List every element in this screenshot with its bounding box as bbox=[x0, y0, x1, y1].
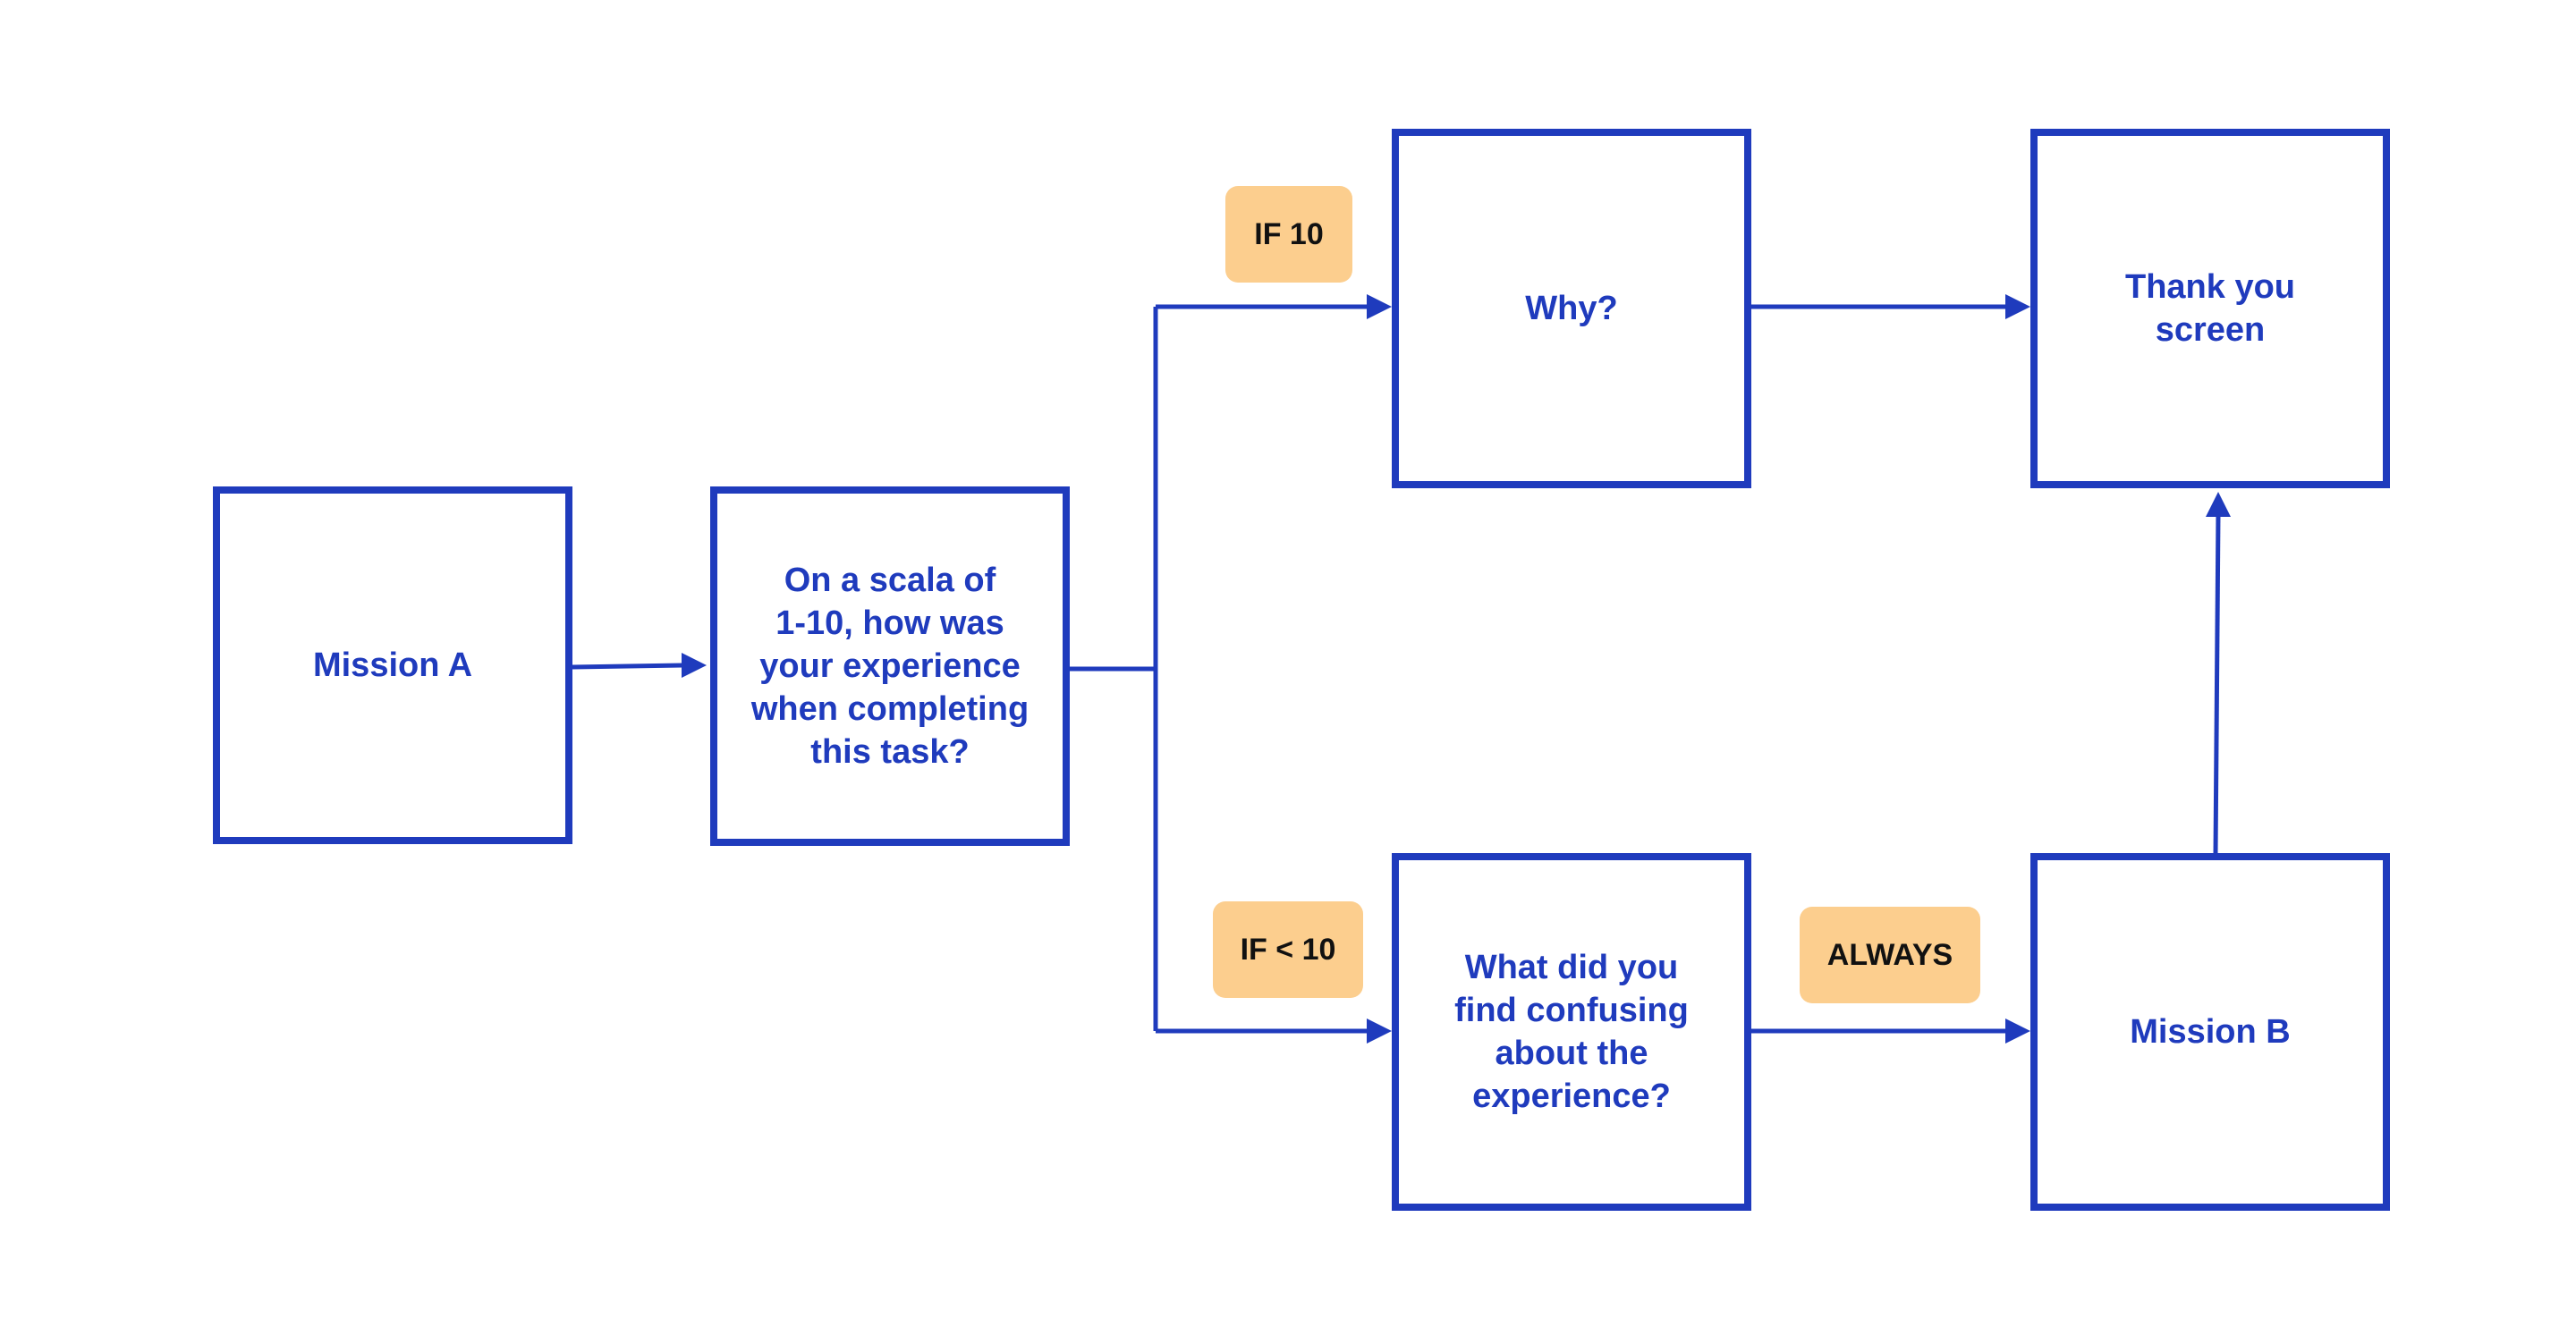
arrowhead-why bbox=[1367, 294, 1392, 319]
condition-badge-always: ALWAYS bbox=[1800, 907, 1980, 1003]
node-mission-b: Mission B bbox=[2030, 853, 2390, 1211]
condition-badge-always-label: ALWAYS bbox=[1826, 937, 1953, 972]
arrowhead-thank-you-left bbox=[2005, 294, 2030, 319]
node-thank-you-screen: Thank you screen bbox=[2030, 129, 2390, 488]
node-thank-you-screen-label: Thank you screen bbox=[2124, 268, 2296, 349]
condition-badge-if-less-than-10-label: IF < 10 bbox=[1240, 932, 1336, 967]
node-experience-question: On a scala of 1-10, how was your experie… bbox=[710, 486, 1070, 846]
condition-badge-if-less-than-10: IF < 10 bbox=[1213, 901, 1363, 998]
condition-badge-if-10-label: IF 10 bbox=[1254, 216, 1324, 251]
condition-badge-if-10: IF 10 bbox=[1225, 186, 1352, 283]
node-confusing-question: What did you find confusing about the ex… bbox=[1392, 853, 1751, 1211]
node-mission-a-label: Mission A bbox=[312, 647, 473, 684]
node-why-label: Why? bbox=[1525, 290, 1618, 327]
arrow-mission-a-to-question bbox=[572, 663, 685, 670]
node-experience-question-label: On a scala of 1-10, how was your experie… bbox=[750, 562, 1030, 771]
arrowhead-thank-you-bottom bbox=[2206, 492, 2231, 517]
node-confusing-question-label: What did you find confusing about the ex… bbox=[1454, 949, 1689, 1115]
arrowhead-question bbox=[682, 653, 707, 678]
arrowhead-mission-b bbox=[2005, 1018, 2030, 1044]
node-mission-b-label: Mission B bbox=[2130, 1013, 2291, 1051]
node-why: Why? bbox=[1392, 129, 1751, 488]
arrow-mission-b-to-thank-you bbox=[2213, 513, 2221, 856]
node-mission-a: Mission A bbox=[213, 486, 572, 844]
arrowhead-confusing bbox=[1367, 1018, 1392, 1044]
